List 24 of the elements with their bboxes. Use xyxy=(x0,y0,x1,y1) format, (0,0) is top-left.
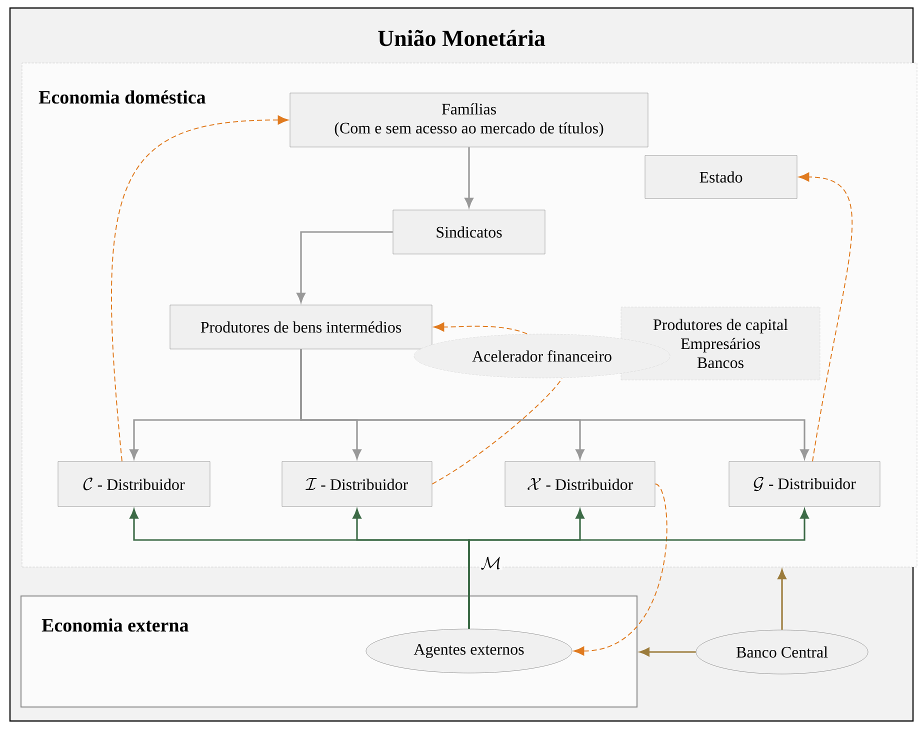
dashed-arrow xyxy=(798,172,853,462)
edge-label: $\mathcal{M}$ xyxy=(480,556,502,570)
dashed-arrow xyxy=(574,484,668,656)
arrow xyxy=(778,569,786,630)
arrow xyxy=(468,508,809,629)
dashed-arrow xyxy=(111,115,288,462)
arrow xyxy=(464,147,474,208)
process-box: $\mathcal{C}$ - Distribuidor xyxy=(58,461,210,507)
ellipse-node: Acelerador financeiro xyxy=(414,334,670,378)
dashed-arrow xyxy=(434,322,528,334)
ellipse-node: Banco Central xyxy=(696,630,868,674)
dotted-box: Produtores de capital Empresários Bancos xyxy=(620,306,820,380)
dashed-line xyxy=(432,378,562,484)
arrow xyxy=(640,648,696,656)
arrow xyxy=(296,231,393,303)
process-box: $\mathcal{I}$ - Distribuidor xyxy=(282,461,432,507)
arrow xyxy=(300,349,809,460)
process-box: Sindicatos xyxy=(392,210,546,254)
ellipse-node: Agentes externos xyxy=(366,628,572,674)
process-box: Estado xyxy=(644,155,798,199)
process-box: Famílias (Com e sem acesso ao mercado de títulos) xyxy=(290,92,648,148)
process-box: $\mathcal{G}$ - Distribuidor xyxy=(728,461,880,507)
process-box: $\mathcal{X}$ - Distribuidor xyxy=(504,461,656,507)
process-box: Produtores de bens intermédios xyxy=(170,304,432,350)
